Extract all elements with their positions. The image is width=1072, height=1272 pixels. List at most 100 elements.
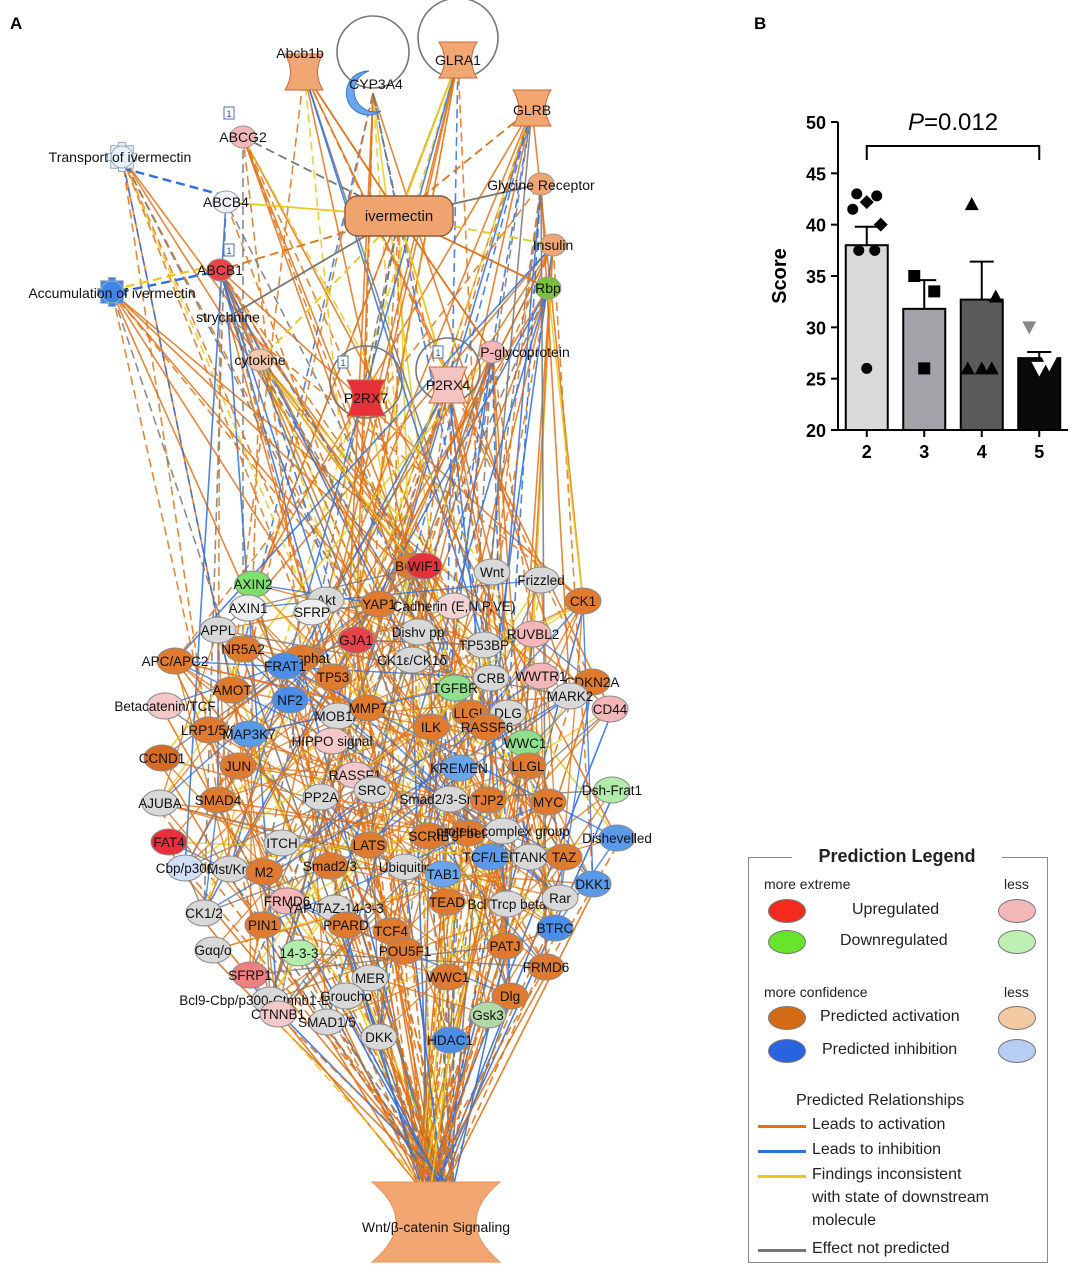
node-tcf-lef[interactable]: TCF/LEF xyxy=(463,843,518,871)
node-mst-krs[interactable]: Mst/Krs xyxy=(207,855,253,883)
node-jun[interactable]: JUN xyxy=(219,752,257,780)
node-tgf-beta[interactable]: Tgf beta xyxy=(443,819,493,847)
node-frmd6[interactable]: FRMD6 xyxy=(523,953,570,981)
node-glycine-receptor[interactable]: Glycine Receptor xyxy=(487,172,595,196)
node-tank[interactable]: TANK xyxy=(511,843,549,871)
node-axin1[interactable]: AXIN1 xyxy=(228,594,268,622)
node-mer[interactable]: MER xyxy=(351,964,389,992)
node-appl[interactable]: APPL xyxy=(199,616,237,644)
node-nr5a2[interactable]: NR5A2 xyxy=(221,635,265,663)
node-pp2a[interactable]: PP2A xyxy=(302,783,340,811)
node-gsk3[interactable]: Gsk3 xyxy=(469,1001,507,1029)
node-abcg2[interactable]: ABCG2 xyxy=(219,125,267,149)
node-rar[interactable]: Rar xyxy=(541,884,579,912)
node-betacatenin-tcf[interactable]: Betacatenin/TCF xyxy=(114,692,216,720)
node-kremen[interactable]: KREMEN xyxy=(430,754,488,782)
node-ck1[interactable]: CK1 xyxy=(564,587,602,615)
node-abcb1b[interactable]: Abcb1b xyxy=(276,45,324,91)
node-dsh-frat1[interactable]: Dsh-Frat1 xyxy=(582,776,642,804)
node-smad1-5[interactable]: SMAD1/5 xyxy=(298,1008,356,1036)
node-tcf4[interactable]: TCF4 xyxy=(372,917,410,945)
node-rassf6[interactable]: RASSF6 xyxy=(461,713,514,741)
node-dlg[interactable]: Dlg xyxy=(491,982,529,1010)
node-taz[interactable]: TAZ xyxy=(545,843,583,871)
node-mmp7[interactable]: MMP7 xyxy=(348,694,388,722)
node-tead[interactable]: TEAD xyxy=(428,888,466,916)
node-mark2[interactable]: MARK2 xyxy=(547,682,594,710)
node-strychnine[interactable]: strychnine xyxy=(196,309,260,325)
node-ck1-ck1[interactable]: CK1ε/CK1δ xyxy=(377,646,447,674)
node-dkk1[interactable]: DKK1 xyxy=(574,870,612,898)
node-dishv-pp[interactable]: Dishv pp xyxy=(392,618,445,646)
node-wwc1[interactable]: WWC1 xyxy=(427,963,470,991)
node-ilk[interactable]: ILK xyxy=(412,713,450,741)
node-frmd6[interactable]: FRMD6 xyxy=(264,887,311,915)
node-hippo-signal[interactable]: HIPPO signal xyxy=(291,727,373,755)
node-frizzled[interactable]: Frizzled xyxy=(517,566,565,594)
node-yap1[interactable]: YAP1 xyxy=(360,590,398,618)
node-patj[interactable]: PATJ xyxy=(486,932,524,960)
node-p2rx7[interactable]: P2RX7 xyxy=(344,379,389,417)
node-wif1[interactable]: WIF1 xyxy=(405,552,443,580)
node-bcl-trcp-beta[interactable]: Bcl Trcp beta xyxy=(468,890,547,918)
node-ppard[interactable]: PPARD xyxy=(323,911,369,939)
node-llgl[interactable]: LLGL xyxy=(509,752,547,780)
node-hdac1[interactable]: HDAC1 xyxy=(427,1026,473,1054)
node-myc[interactable]: MYC xyxy=(529,788,567,816)
node-frat1[interactable]: FRAT1 xyxy=(264,652,306,680)
node-wwtr1[interactable]: WWTR1 xyxy=(516,662,567,690)
node-ajuba[interactable]: AJUBA xyxy=(138,789,182,817)
node-ruvbl2[interactable]: RUVBL2 xyxy=(507,620,560,648)
node-pin1[interactable]: PIN1 xyxy=(244,911,282,939)
node-rbp[interactable]: Rbp xyxy=(534,276,562,300)
node-cadherin-e-n-p-ve[interactable]: Cadherin (E,N,P,VE) xyxy=(393,592,516,620)
node-dkk[interactable]: DKK xyxy=(360,1023,398,1051)
node-apc-apc2[interactable]: APC/APC2 xyxy=(142,647,209,675)
node-accumulation-of-ivermectin[interactable]: Accumulation of ivermectin xyxy=(28,277,196,307)
node-wwc1[interactable]: WWC1 xyxy=(504,729,547,757)
node-ivermectin[interactable]: ivermectin xyxy=(344,195,454,237)
node-ubiquitin[interactable]: Ubiquitin xyxy=(379,853,432,881)
node-itch[interactable]: ITCH xyxy=(263,829,301,857)
node-tp53bp[interactable]: TP53BP xyxy=(459,631,509,659)
node-smad2-3[interactable]: Smad2/3 xyxy=(303,852,357,880)
node-transport-of-ivermectin[interactable]: Transport of ivermectin xyxy=(49,142,192,172)
node-cyp3a4[interactable]: CYP3A4 xyxy=(345,70,403,116)
node-fat4[interactable]: FAT4 xyxy=(150,828,188,856)
node-glra1[interactable]: GLRA1 xyxy=(435,41,481,79)
node-sfrp[interactable]: SFRP xyxy=(293,598,331,626)
node-14-3-3[interactable]: 14-3-3 xyxy=(279,939,319,967)
node-sfrp1[interactable]: SFRP1 xyxy=(228,961,272,989)
node-amot[interactable]: AMOT xyxy=(213,676,252,704)
node-glrb[interactable]: GLRB xyxy=(512,89,552,127)
node-m2[interactable]: M2 xyxy=(245,858,283,886)
node-tp53[interactable]: TP53 xyxy=(314,663,352,691)
node-cd44[interactable]: CD44 xyxy=(591,695,629,723)
node-p-glycoprotein[interactable]: P-glycoprotein xyxy=(478,340,570,364)
node-btrc[interactable]: BTRC xyxy=(536,914,574,942)
node-smad4[interactable]: SMAD4 xyxy=(195,786,242,814)
node-wnt[interactable]: Wnt xyxy=(473,558,511,586)
node-map3k7[interactable]: MAP3K7 xyxy=(222,720,276,748)
node-lats[interactable]: LATS xyxy=(350,831,388,859)
node-cytokine[interactable]: cytokine xyxy=(234,348,286,372)
node-insulin[interactable]: Insulin xyxy=(533,233,573,257)
node-abcb4[interactable]: ABCB4 xyxy=(203,190,249,214)
node-groucho[interactable]: Groucho xyxy=(320,982,372,1010)
node-dishevelled[interactable]: Dishevelled xyxy=(582,824,652,852)
node-crb[interactable]: CRB xyxy=(472,664,510,692)
node-tgfbr[interactable]: TGFBR xyxy=(432,674,478,702)
node-p2rx4[interactable]: P2RX4 xyxy=(426,366,471,404)
node-abcb1[interactable]: ABCB1 xyxy=(197,258,243,282)
node-ccnd1[interactable]: CCND1 xyxy=(139,744,186,772)
node-pou5f1[interactable]: POU5F1 xyxy=(379,937,432,965)
node-nf2[interactable]: NF2 xyxy=(271,686,309,714)
node-g-q-o[interactable]: Gαq/o xyxy=(194,936,232,964)
node-gja1[interactable]: GJA1 xyxy=(337,626,375,654)
node-tab1[interactable]: TAB1 xyxy=(424,860,462,888)
node-scrib[interactable]: SCRIB xyxy=(408,822,450,850)
hub-node[interactable]: Wnt/β-catenin Signaling xyxy=(362,1181,510,1263)
node-tjp2[interactable]: TJP2 xyxy=(469,786,507,814)
node-axin2[interactable]: AXIN2 xyxy=(233,570,273,598)
node-src[interactable]: SRC xyxy=(353,776,391,804)
